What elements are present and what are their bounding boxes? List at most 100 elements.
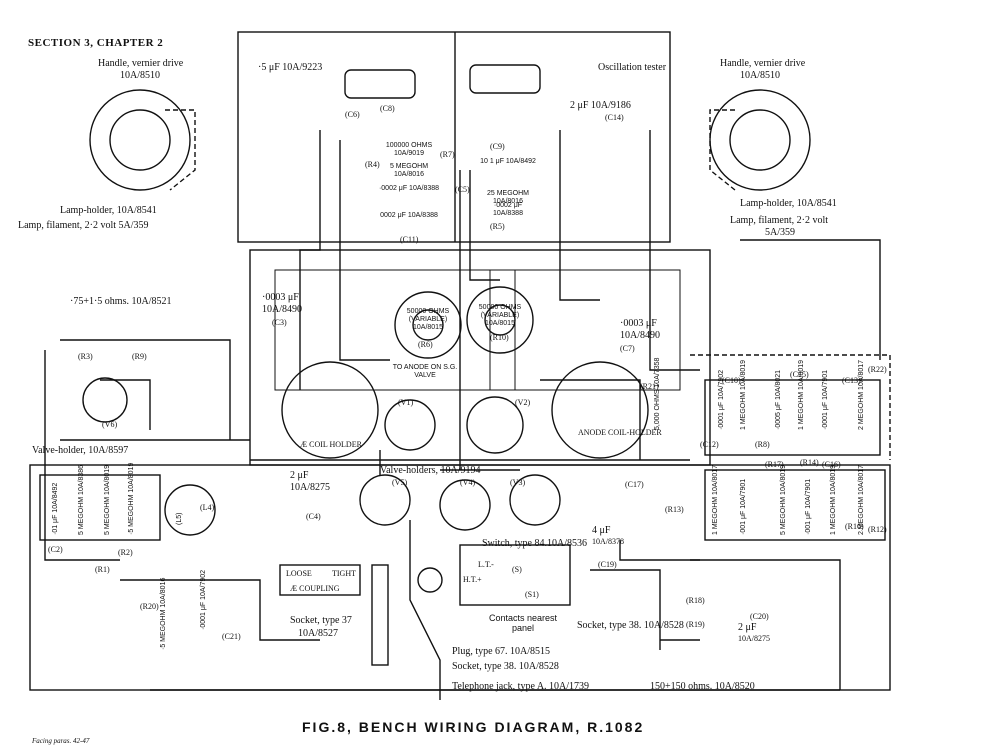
ae-coil-holder: Æ COIL HOLDER <box>300 440 362 449</box>
cap-0001: ·0001 μF 10A/7902 <box>200 569 207 630</box>
ae-coupling-label: Æ COUPLING <box>290 584 340 593</box>
c21-label: (C21) <box>222 632 241 641</box>
box-rb-2: ·001 μF 10A/7901 <box>740 478 747 535</box>
box-rt-5: ·0001 μF 10A/7901 <box>822 369 829 430</box>
box-rt-1: ·0001 μF 10A/7902 <box>718 369 725 430</box>
l4-label: (L4) <box>200 503 215 512</box>
r4-label: (R4) <box>365 160 380 169</box>
cap-4uf: 4 μF <box>592 525 611 536</box>
cap-0003-left: ·0003 μF <box>262 292 299 303</box>
c19-label: (C19) <box>598 560 617 569</box>
v1-label: (V1) <box>398 398 414 407</box>
osc-tester-label: Oscillation tester <box>598 62 667 73</box>
box-l-1: ·01 μF 10A/8492 <box>52 482 59 535</box>
box-l-2: 5 MEGOHM 10A/8386 <box>78 464 85 535</box>
cap-2uf-mid-part: 10A/8275 <box>290 482 330 493</box>
box-rt-2: 1 MEGOHM 10A/8019 <box>740 359 747 430</box>
c11-label: (C11) <box>400 235 419 244</box>
res-75-label: ·75+1·5 ohms. 10A/8521 <box>70 296 172 307</box>
var-right: 50000 OHMS (VARIABLE) 10A/8015 <box>478 304 522 327</box>
lamp-filament-left: Lamp, filament, 2·2 volt 5A/359 <box>18 220 149 231</box>
r14-label: (R14) <box>800 458 819 467</box>
r8-label: (R8) <box>755 440 770 449</box>
socket37-label: Socket, type 37 <box>290 615 352 626</box>
v2-label: (V2) <box>515 398 531 407</box>
r2-label: (R2) <box>118 548 133 557</box>
plug67-label: Plug, type 67. 10A/8515 <box>452 646 551 657</box>
r10-label: (R10) <box>490 333 509 342</box>
top-chassis-panel <box>237 31 671 243</box>
to-anode-label: TO ANODE ON S.G. VALVE <box>392 364 458 379</box>
handle-left-label: Handle, vernier drive <box>98 58 184 69</box>
c16-label: (C16) <box>822 460 841 469</box>
box-rb-4: ·001 μF 10A/7901 <box>805 478 812 535</box>
v4-label: (V4) <box>460 478 476 487</box>
cap-0003-right: ·0003 μF <box>620 318 657 329</box>
c13-label: (C13) <box>842 376 861 385</box>
cap-2uf-mid: 2 μF <box>290 470 309 481</box>
cap-2uf-low-part: 10A/8275 <box>738 634 770 643</box>
l5-label: (L5) <box>176 512 183 525</box>
handle-right-part: 10A/8510 <box>740 70 780 81</box>
r19-label: (R19) <box>686 620 705 629</box>
c7-label: (C7) <box>620 344 635 353</box>
right-dial <box>709 89 811 191</box>
cap-5uf-label: ·5 μF 10A/9223 <box>258 62 323 73</box>
valve-holders-label: Valve-holders, 10A/9194 <box>380 465 481 476</box>
lamp-filament-right-part: 5A/359 <box>765 227 795 238</box>
r13-label: (R13) <box>665 505 684 514</box>
socket37-part: 10A/8527 <box>298 628 338 639</box>
box-rb-3: 5 MEGOHM 10A/8019 <box>780 464 787 535</box>
r21-label: (R21) <box>640 382 659 391</box>
r22-label: (R22) <box>868 365 887 374</box>
lamp-holder-left: Lamp-holder, 10A/8541 <box>60 205 157 216</box>
r12-label: (R12) <box>868 525 887 534</box>
var-left: 50000 OHMS (VARIABLE) 10A/8015 <box>406 308 450 331</box>
valve-holder-label: Valve-holder, 10A/8597 <box>32 445 129 456</box>
cap-2uf-low: 2 μF <box>738 622 757 633</box>
r3-label: (R3) <box>78 352 93 361</box>
left-dial <box>89 89 191 191</box>
cap-4uf-part: 10A/8378 <box>592 537 624 546</box>
tel-jack-label: Telephone jack, type A. 10A/1739 <box>452 681 590 692</box>
r20-label: (R20) <box>140 602 159 611</box>
r16-label: (R16) <box>845 522 864 531</box>
s-label: (S) <box>512 565 522 574</box>
c14-label: (C14) <box>605 113 624 122</box>
c20-label: (C20) <box>750 612 769 621</box>
c12-label: (C12) <box>700 440 719 449</box>
c4-label: (C4) <box>306 512 321 521</box>
c5-label: (C5) <box>455 185 470 194</box>
res-5meg: 5 MEGOHM 10A/8016 <box>389 163 429 178</box>
anode-coil-holder: ANODE COIL-HOLDER <box>578 428 662 437</box>
box-l-4: ·5 MEGOHM 10A/8019 <box>128 462 135 535</box>
loose-label: LOOSE <box>286 569 312 578</box>
ht-plus-label: H.T.+ <box>463 575 482 584</box>
socket38-right-label: Socket, type 38. 10A/8528 <box>577 620 684 631</box>
c15-label: (C15) <box>790 370 809 379</box>
cap-0002-a: ·0002 μF 10A/8388 <box>378 185 440 192</box>
v6-label: (V6) <box>102 420 118 429</box>
tight-label: TIGHT <box>332 569 356 578</box>
res-5meg-b: ·5 MEGOHM 10A/8016 <box>160 577 167 650</box>
socket38-label: Socket, type 38. 10A/8528 <box>452 661 559 672</box>
handle-right-label: Handle, vernier drive <box>720 58 806 69</box>
lt-minus-label: L.T.- <box>478 560 494 569</box>
r1-label: (R1) <box>95 565 110 574</box>
lamp-holder-right: Lamp-holder, 10A/8541 <box>740 198 837 209</box>
r7-label: (R7) <box>440 150 455 159</box>
v3-label: (V3) <box>510 478 526 487</box>
box-rt-3: ·0005 μF 10A/8021 <box>775 369 782 430</box>
box-rb-5: 1 MEGOHM 10A/8019 <box>830 464 837 535</box>
cap-0002-b: 0002 μF 10A/8388 <box>380 212 438 219</box>
cap-0003-left-part: 10A/8490 <box>262 304 302 315</box>
lamp-filament-right: Lamp, filament, 2·2 volt <box>730 215 829 226</box>
r18-label: (R18) <box>686 596 705 605</box>
res-5000: 5,000 OHMS 10A/7358 <box>654 357 661 430</box>
r9-label: (R9) <box>132 352 147 361</box>
figure-caption: FIG.8, BENCH WIRING DIAGRAM, R.1082 <box>302 719 645 735</box>
handle-left-part: 10A/8510 <box>120 70 160 81</box>
res-150-label: 150+150 ohms. 10A/8520 <box>650 681 755 692</box>
box-rb-1: 1 MEGOHM 10A/8017 <box>712 464 719 535</box>
cap-0003-right-part: 10A/8490 <box>620 330 660 341</box>
